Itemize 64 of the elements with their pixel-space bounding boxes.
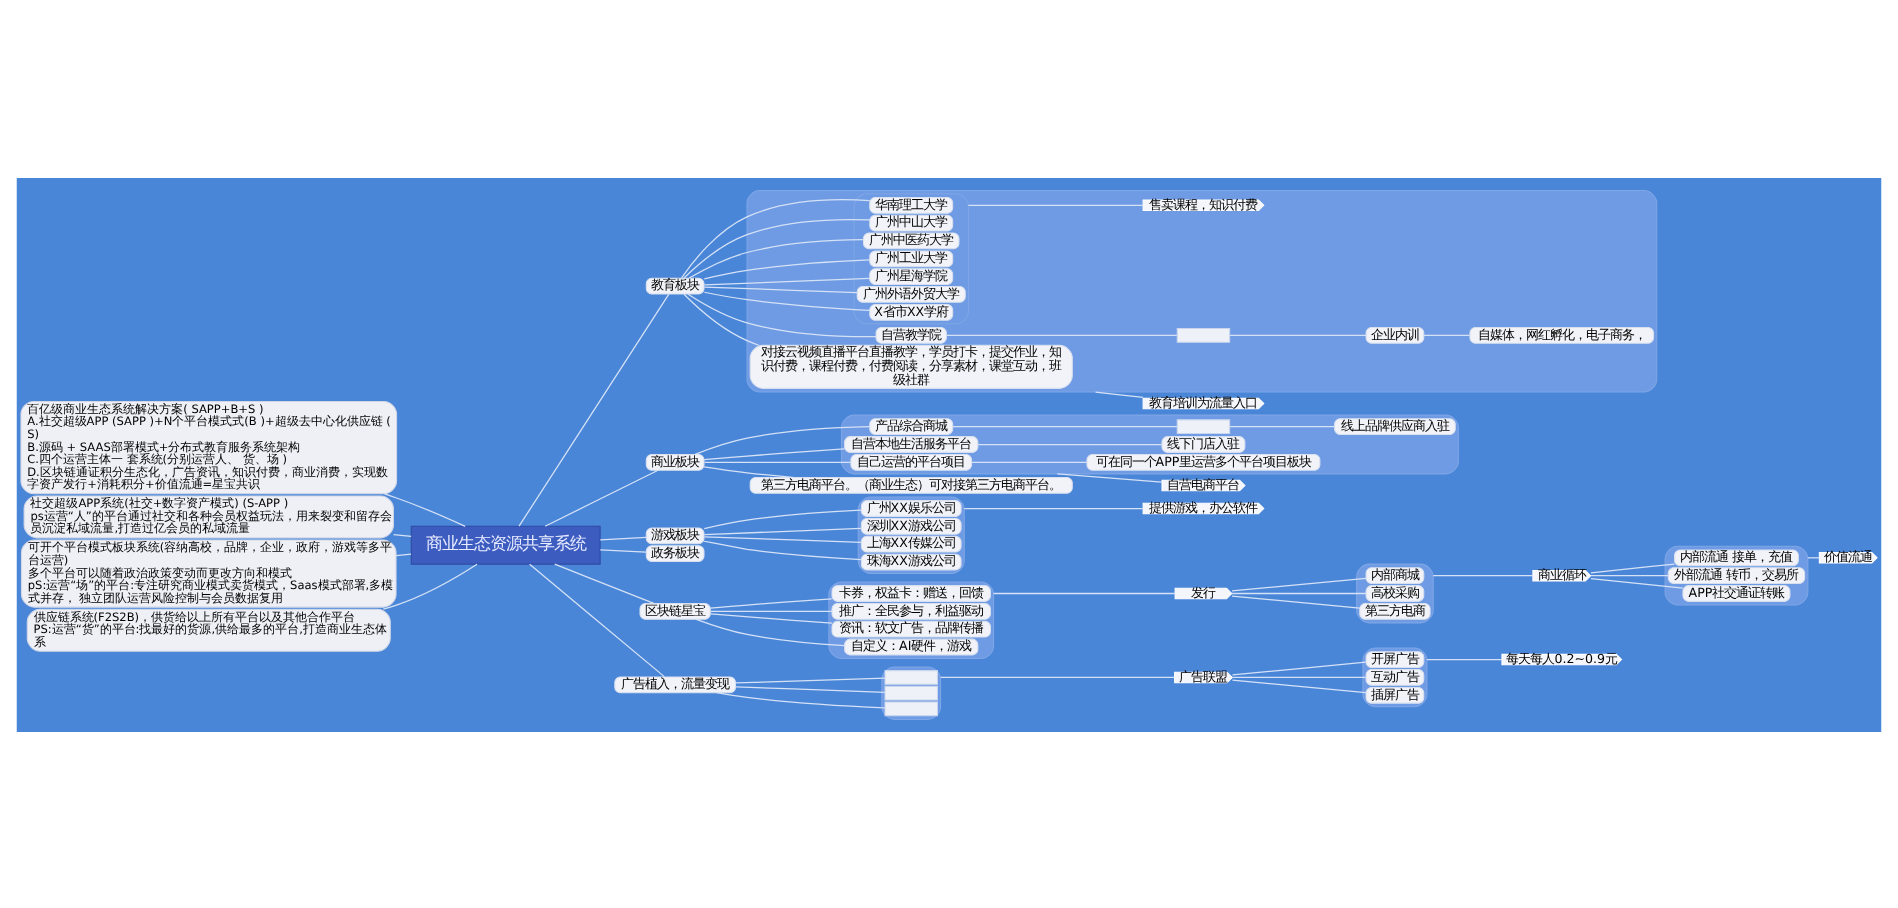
connector bbox=[1231, 660, 1367, 675]
connector bbox=[395, 552, 412, 556]
connector bbox=[703, 258, 871, 279]
connector bbox=[599, 535, 647, 540]
connector bbox=[1094, 390, 1144, 398]
connector bbox=[709, 597, 833, 608]
connector bbox=[940, 675, 1176, 678]
connector bbox=[945, 333, 1178, 335]
connector bbox=[1231, 678, 1367, 693]
connector bbox=[734, 685, 886, 692]
connector bbox=[1229, 333, 1367, 335]
connector bbox=[687, 292, 877, 337]
node-box bbox=[884, 700, 938, 716]
node-box bbox=[1176, 327, 1231, 342]
connector bbox=[971, 460, 1088, 462]
connector bbox=[1231, 594, 1361, 608]
connector bbox=[1432, 574, 1534, 576]
connector bbox=[554, 562, 655, 603]
connector bbox=[1229, 425, 1336, 427]
connector bbox=[529, 562, 665, 677]
connector bbox=[703, 290, 871, 311]
connector bbox=[518, 292, 670, 526]
connector bbox=[703, 465, 796, 478]
connector bbox=[695, 617, 846, 646]
connector bbox=[992, 591, 1176, 594]
connector bbox=[1423, 333, 1471, 335]
node-box bbox=[884, 684, 938, 700]
connector bbox=[1231, 576, 1367, 591]
connector bbox=[710, 609, 833, 611]
connector bbox=[715, 691, 886, 708]
connector bbox=[544, 468, 659, 526]
connector bbox=[694, 425, 871, 455]
connector bbox=[703, 285, 858, 293]
node-box: 商业生态资源共享系统 bbox=[410, 524, 601, 564]
connector bbox=[1590, 574, 1669, 576]
connector bbox=[703, 526, 862, 535]
connector bbox=[703, 539, 862, 560]
node-box bbox=[1176, 418, 1231, 433]
connector bbox=[703, 276, 871, 285]
connector bbox=[710, 612, 833, 623]
connector bbox=[1231, 591, 1367, 594]
connector bbox=[599, 548, 647, 552]
connector bbox=[703, 508, 862, 529]
connector bbox=[703, 447, 845, 460]
node-box bbox=[884, 669, 938, 684]
connector bbox=[1056, 472, 1163, 482]
connector bbox=[683, 217, 871, 278]
connector bbox=[683, 292, 760, 345]
connector bbox=[382, 562, 478, 609]
connector bbox=[1426, 657, 1503, 660]
connector bbox=[967, 203, 1144, 205]
connector bbox=[1590, 576, 1684, 588]
connector bbox=[963, 506, 1144, 509]
connector bbox=[977, 442, 1163, 445]
connector bbox=[1590, 562, 1675, 573]
connector bbox=[1231, 675, 1367, 678]
connector bbox=[681, 198, 871, 278]
connector bbox=[952, 425, 1178, 427]
connector bbox=[392, 532, 412, 536]
connector bbox=[734, 676, 886, 683]
connector bbox=[383, 492, 466, 526]
connector bbox=[703, 460, 852, 462]
connector bbox=[688, 238, 864, 278]
connector bbox=[703, 535, 862, 543]
